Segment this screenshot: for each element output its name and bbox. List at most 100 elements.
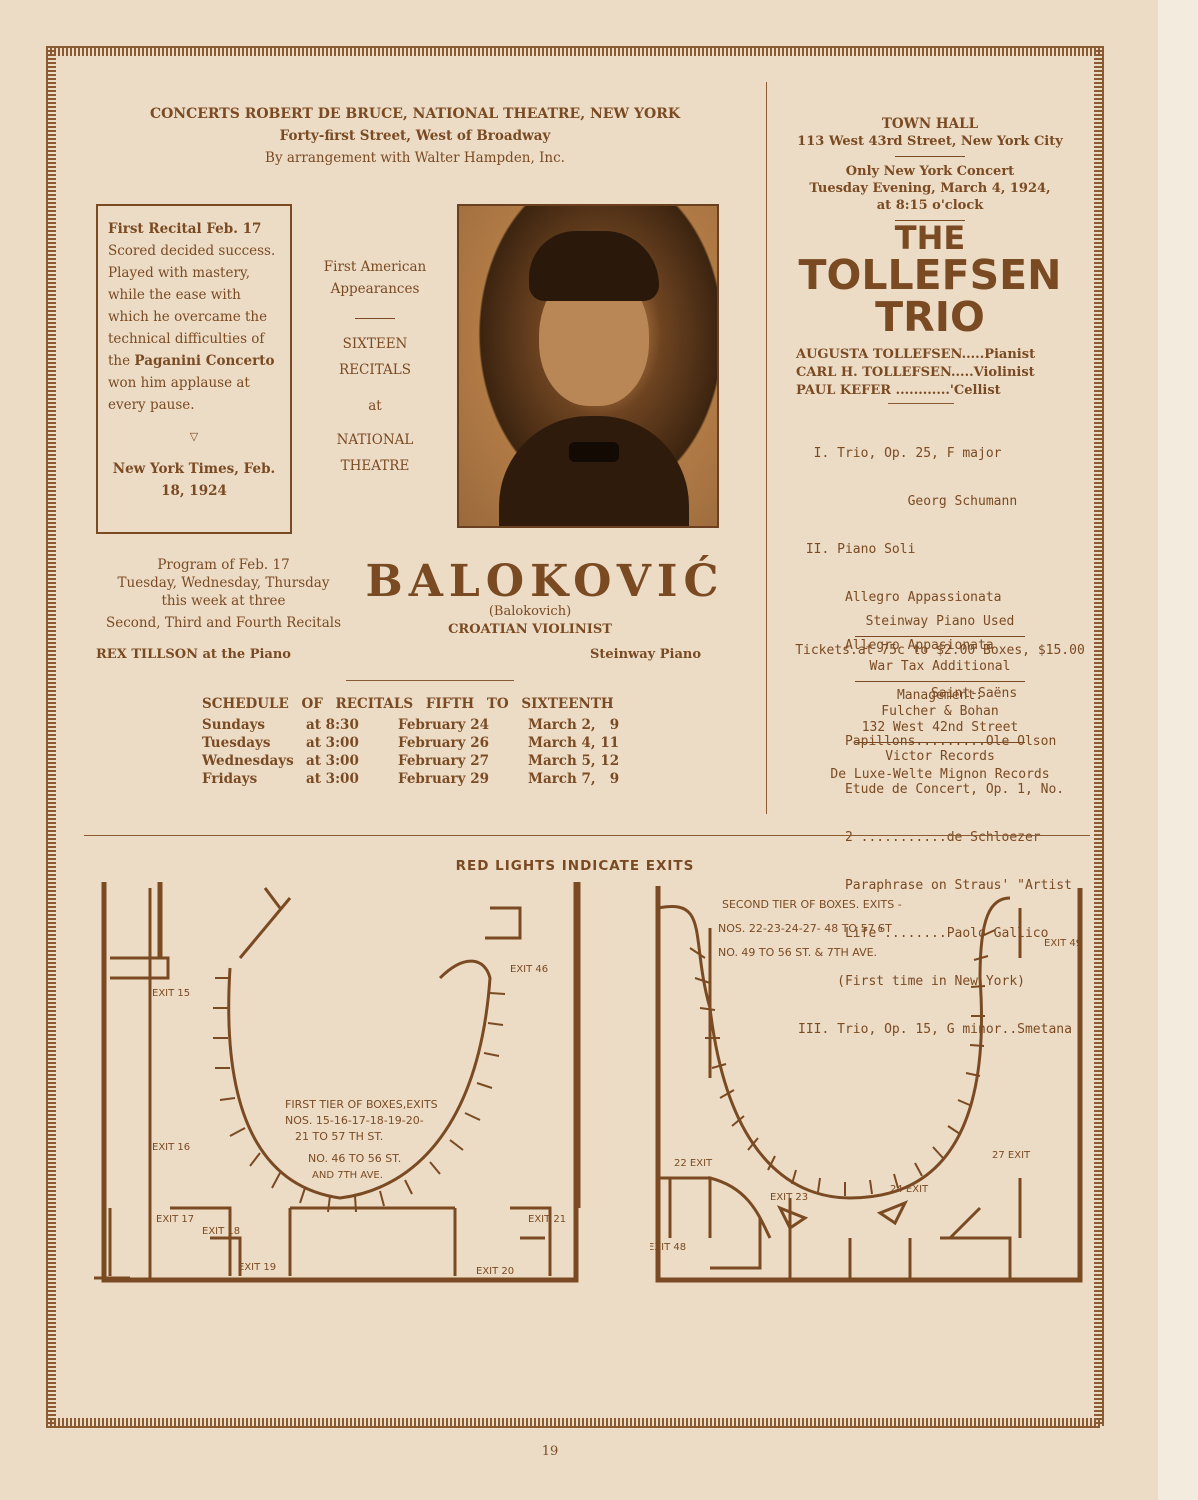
- plan-text: FIRST TIER OF BOXES,EXITS: [285, 1098, 438, 1111]
- appear-line: First American: [323, 259, 427, 275]
- program-item: III. Trio, Op. 15, G minor..Smetana: [798, 1022, 1072, 1037]
- appear-line: RECITALS: [339, 362, 411, 378]
- records: De Luxe-Welte Mignon Records: [830, 767, 1050, 782]
- townhall-block: TOWN HALL 113 West 43rd Street, New York…: [780, 116, 1080, 339]
- review-line: while the ease with: [108, 287, 241, 303]
- review-box: First Recital Feb. 17 Scored decided suc…: [96, 204, 292, 534]
- trio-trio: TRIO: [875, 293, 985, 341]
- program-item: (First time in New York): [798, 974, 1025, 989]
- program-item: Papillons.........Ole Olson: [798, 734, 1057, 749]
- border-bottom: [46, 1418, 1100, 1428]
- plan-text: NO. 46 TO 56 ST.: [308, 1152, 401, 1165]
- ornament-icon: ▽: [189, 430, 199, 443]
- exit-label: EXIT 15: [152, 988, 190, 999]
- review-line: Scored decided success.: [108, 243, 276, 259]
- exit-label: EXIT 21: [528, 1214, 566, 1225]
- exit-label: EXIT 49: [1044, 938, 1082, 949]
- border-top: [46, 46, 1100, 56]
- exit-label: EXIT 19: [238, 1262, 276, 1273]
- review-line: every pause.: [108, 397, 195, 413]
- exit-label: 22 EXIT: [674, 1158, 713, 1169]
- review-title: First Recital Feb. 17: [108, 221, 262, 237]
- program-item: II. Piano Soli: [798, 542, 916, 557]
- program-item: 2 ...........de Schloezer: [798, 830, 1041, 845]
- mgmt: Fulcher & Bohan: [881, 704, 999, 719]
- border-right: [1094, 46, 1104, 1426]
- appear-line: at: [368, 398, 382, 414]
- venue: TOWN HALL: [881, 116, 979, 132]
- page-number: 19: [541, 1444, 559, 1459]
- page-edge: [1158, 0, 1198, 1500]
- exit-label: EXIT 48: [650, 1242, 686, 1253]
- program-item: I. Trio, Op. 25, F major: [798, 446, 1002, 461]
- review-line: won him applause at: [108, 375, 250, 391]
- plan-text: NO. 49 TO 56 ST. & 7TH AVE.: [718, 946, 877, 959]
- exit-label: EXIT 46: [510, 964, 548, 975]
- program-item: Allegro Appassionata: [798, 590, 1002, 605]
- review-source: New York Times, Feb.: [112, 461, 276, 477]
- review-bold: Paganini Concerto: [134, 353, 275, 369]
- border-left: [46, 46, 56, 1426]
- member: AUGUSTA TOLLEFSEN.....Pianist: [796, 347, 1036, 362]
- exit-label: EXIT 17: [156, 1214, 194, 1225]
- program-block: Program of Feb. 17 Tuesday, Wednesday, T…: [96, 556, 351, 632]
- exit-label: EXIT 20: [476, 1266, 514, 1277]
- program-item: Allegro Appasionata: [798, 638, 994, 653]
- accompanist: REX TILLSON at the Piano: [96, 647, 291, 662]
- trio-name: TOLLEFSEN: [798, 251, 1062, 299]
- review-line: technical difficulties of: [108, 331, 265, 347]
- appear-line: THEATRE: [340, 458, 410, 474]
- exit-label: EXIT 16: [152, 1142, 190, 1153]
- first-tier-plan: FIRST TIER OF BOXES,EXITS NOS. 15-16-17-…: [94, 882, 581, 1283]
- exit-label: EXIT 18: [202, 1226, 240, 1237]
- exit-label: 24 EXIT: [890, 1184, 929, 1195]
- plan-text: NOS. 22-23-24-27- 48 TO 57 ST: [718, 922, 892, 935]
- schedule-title: SCHEDULE OF RECITALS FIFTH TO SIXTEENTH: [202, 696, 614, 712]
- appear-line: Appearances: [330, 281, 420, 297]
- address: 113 West 43rd Street, New York City: [797, 134, 1063, 149]
- exit-label: 27 EXIT: [992, 1150, 1031, 1161]
- tickets: Tickets.at 75c to $2.00 Boxes, $15.00: [795, 643, 1085, 658]
- steinway-piano: Steinway Piano: [590, 647, 702, 662]
- trio-program: I. Trio, Op. 25, F major Georg Schumann …: [798, 414, 1072, 1054]
- artist-role: CROATIAN VIOLINIST: [448, 622, 612, 637]
- artist-alt: (Balokovich): [488, 604, 572, 619]
- plan-text: 21 TO 57 TH ST.: [295, 1130, 383, 1143]
- concert-line: Tuesday Evening, March 4, 1924,: [809, 181, 1051, 196]
- program-line: Second, Third and Fourth Recitals: [106, 615, 341, 631]
- exits-title: RED LIGHTS INDICATE EXITS: [455, 858, 695, 874]
- appearances: First American Appearances SIXTEEN RECIT…: [300, 256, 450, 477]
- exit-label: EXIT 23: [770, 1192, 808, 1203]
- trio-the: THE: [894, 219, 966, 257]
- tickets: War Tax Additional: [869, 659, 1011, 674]
- header-line3: By arrangement with Walter Hampden, Inc.: [265, 150, 565, 166]
- concert-line: Only New York Concert: [845, 164, 1015, 179]
- townhall-footer: Steinway Piano Used Tickets.at 75c to $2…: [780, 614, 1100, 783]
- program-item: Georg Schumann: [798, 494, 1018, 509]
- appear-line: SIXTEEN: [342, 336, 408, 352]
- plan-text: AND 7TH AVE.: [312, 1170, 383, 1181]
- concert-line: at 8:15 o'clock: [876, 198, 984, 213]
- piano-used: Steinway Piano Used: [865, 614, 1015, 629]
- program-line: this week at three: [161, 593, 286, 609]
- header-line1: CONCERTS ROBERT DE BRUCE, NATIONAL THEAT…: [149, 106, 681, 122]
- review-line: the: [108, 353, 131, 369]
- review-line: Played with mastery,: [108, 265, 251, 281]
- plan-text: NOS. 15-16-17-18-19-20-: [285, 1114, 424, 1127]
- program-item: Saint-Saëns: [798, 686, 1018, 701]
- review-line: which he overcame the: [108, 309, 268, 325]
- program-line: Tuesday, Wednesday, Thursday: [117, 575, 330, 591]
- review-source2: 18, 1924: [161, 483, 227, 499]
- artist-name: BALOKOVIĆ: [365, 556, 725, 607]
- second-tier-plan: SECOND TIER OF BOXES. EXITS - NOS. 22-23…: [650, 886, 1083, 1283]
- mgmt: Management:: [896, 688, 984, 703]
- artist-portrait: [457, 204, 719, 528]
- program-item: Paraphrase on Straus' "Artist: [798, 878, 1072, 893]
- appear-line: NATIONAL: [336, 432, 414, 448]
